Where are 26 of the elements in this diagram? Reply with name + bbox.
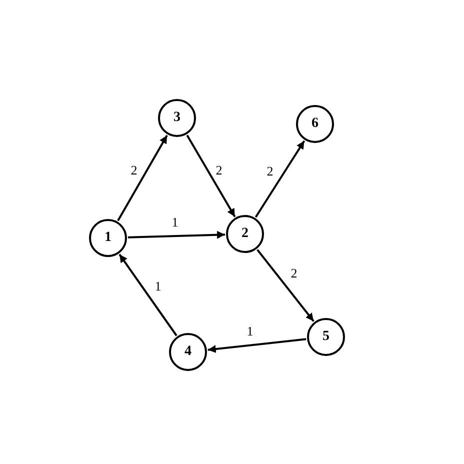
node-label: 5	[322, 329, 330, 345]
arrow	[118, 254, 178, 336]
node-label: 4	[184, 344, 192, 360]
arrow	[254, 140, 306, 218]
edge-label: 2	[130, 164, 138, 176]
node-circle	[307, 318, 345, 356]
arrow	[186, 134, 236, 218]
edge-label: 2	[290, 266, 298, 280]
arrow	[128, 230, 226, 239]
node-circle	[296, 105, 334, 143]
node-label: 6	[312, 116, 318, 132]
arrow	[208, 338, 306, 353]
node-circle	[89, 219, 127, 257]
node-circle	[169, 333, 207, 371]
arrow	[256, 249, 314, 322]
edge-label: 2	[214, 164, 224, 176]
edge-label: 1	[246, 324, 254, 338]
node-label: 2	[242, 226, 248, 242]
node-label: 3	[174, 110, 180, 126]
node-circle	[226, 215, 264, 253]
node-circle	[158, 99, 196, 137]
node-label: 1	[104, 230, 112, 246]
edge-label: 1	[154, 280, 162, 292]
edge-label: 2	[266, 164, 274, 178]
arrow	[117, 134, 168, 222]
edge-label: 1	[170, 216, 180, 228]
